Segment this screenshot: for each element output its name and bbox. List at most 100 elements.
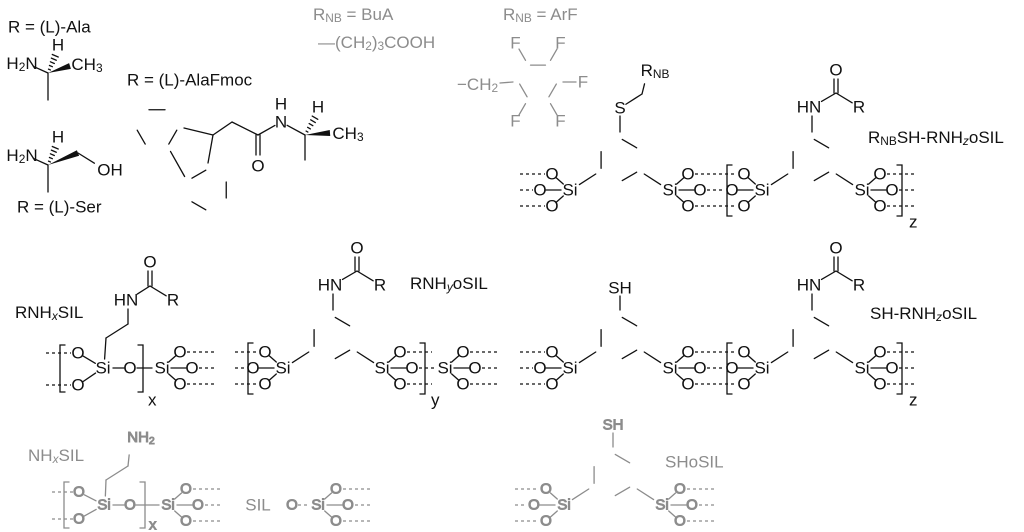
bond bbox=[548, 83, 557, 98]
silicon-atom: Si bbox=[374, 359, 389, 378]
bond bbox=[136, 285, 151, 295]
bond bbox=[747, 177, 756, 185]
text-part: −CH bbox=[457, 75, 491, 94]
bond bbox=[868, 177, 877, 185]
oxygen-atom: O bbox=[674, 481, 686, 498]
bond bbox=[518, 48, 527, 61]
bond bbox=[549, 510, 558, 518]
oxygen-atom: O bbox=[681, 197, 694, 216]
oxygen-atom: O bbox=[540, 513, 552, 530]
bond bbox=[174, 510, 183, 518]
silicon-atom: Si bbox=[655, 497, 668, 514]
aryl-ring bbox=[596, 310, 644, 366]
bond bbox=[813, 138, 830, 149]
bond bbox=[451, 373, 460, 381]
text-part: H bbox=[6, 54, 18, 73]
oxygen-atom: O bbox=[545, 165, 558, 184]
oxygen-atom: O bbox=[873, 197, 886, 216]
subscript: x bbox=[52, 452, 60, 466]
silicon-atom: Si bbox=[97, 497, 110, 514]
bond bbox=[82, 355, 96, 365]
bond bbox=[868, 355, 877, 363]
bond bbox=[341, 270, 358, 281]
wedge-bond bbox=[305, 130, 331, 136]
bond bbox=[183, 127, 214, 136]
sulfur-atom: S bbox=[614, 99, 625, 118]
hydrogen-atom: H bbox=[312, 98, 324, 117]
amide-nh: HN bbox=[797, 276, 822, 295]
amide-nh: HN bbox=[797, 98, 822, 117]
thiol-group: SH bbox=[603, 417, 624, 434]
fluorine-atom: F bbox=[555, 111, 565, 130]
bond bbox=[136, 129, 146, 145]
label-shosil: SHoSIL bbox=[665, 453, 724, 472]
bond bbox=[643, 351, 662, 364]
bond bbox=[77, 152, 96, 164]
bond bbox=[103, 337, 107, 360]
repeat-count-x: x bbox=[149, 517, 157, 532]
open-bracket bbox=[63, 481, 70, 529]
oxygen-atom: O bbox=[342, 497, 354, 514]
bond bbox=[105, 465, 129, 481]
fluorine-atom: F bbox=[510, 34, 520, 53]
oxygen-atom: O bbox=[686, 497, 698, 514]
label-sh-rnhz-osil: SH-RNHzoSIL bbox=[870, 304, 977, 325]
bond bbox=[676, 177, 685, 185]
bond bbox=[257, 124, 276, 136]
oxygen-atom: O bbox=[540, 481, 552, 498]
open-bracket bbox=[726, 164, 733, 217]
bond bbox=[835, 173, 854, 186]
bond bbox=[83, 494, 97, 502]
hydroxyl-group: OH bbox=[97, 161, 123, 180]
oxygen-atom: O bbox=[737, 165, 750, 184]
bond bbox=[835, 92, 853, 104]
text-part: SIL bbox=[58, 303, 84, 322]
silicon-atom: Si bbox=[557, 497, 570, 514]
label-ala: R = (L)-Ala bbox=[8, 18, 91, 37]
text-part: CH bbox=[71, 55, 96, 74]
oxygen-atom: O bbox=[73, 484, 85, 501]
text-part: —(CH bbox=[318, 33, 365, 52]
bond bbox=[388, 373, 397, 381]
bond bbox=[518, 103, 527, 116]
bond bbox=[747, 355, 756, 363]
bond bbox=[835, 270, 853, 282]
subscript: 2 bbox=[19, 60, 26, 74]
text-part: = ArF bbox=[532, 5, 578, 24]
bond bbox=[305, 130, 309, 133]
text-part: CH bbox=[332, 124, 357, 143]
silicon-atom: Si bbox=[275, 359, 290, 378]
text-part: NH bbox=[127, 429, 149, 446]
silicon-atom: Si bbox=[754, 359, 769, 378]
open-bracket bbox=[59, 344, 66, 393]
amine-group: NH2 bbox=[127, 429, 155, 448]
bond bbox=[49, 153, 55, 157]
bond bbox=[291, 351, 310, 364]
text-part: SIL bbox=[59, 446, 85, 465]
aryl-ring bbox=[788, 132, 836, 188]
amide-nh: HN bbox=[114, 291, 139, 310]
oxygen-atom: O bbox=[737, 343, 750, 362]
bond bbox=[191, 169, 207, 179]
fluorine-atom: F bbox=[510, 111, 520, 130]
bond bbox=[499, 81, 514, 84]
bond bbox=[127, 454, 130, 467]
text-part: oSIL bbox=[969, 128, 1004, 147]
fluorene-ring-a bbox=[130, 105, 184, 152]
subscript: z bbox=[935, 310, 942, 324]
oxygen-atom: O bbox=[725, 181, 738, 200]
bond bbox=[50, 57, 57, 61]
label-rnbsh-rnhz-osil: RNBSH-RNHzoSIL bbox=[868, 128, 1004, 149]
bond bbox=[51, 53, 59, 58]
label-alafmoc: R = (L)-AlaFmoc bbox=[127, 71, 253, 90]
aryl-ring bbox=[596, 132, 644, 188]
subscript: 2 bbox=[491, 81, 498, 95]
amide-nh: HN bbox=[318, 276, 343, 295]
bond bbox=[32, 157, 49, 166]
oxygen-atom: O bbox=[192, 497, 204, 514]
oxygen-atom: O bbox=[246, 359, 259, 378]
bond bbox=[813, 171, 830, 182]
bond bbox=[549, 103, 558, 116]
butanoic-acid-chain: —(CH2)3COOH bbox=[318, 33, 435, 54]
oxygen-atom: O bbox=[258, 375, 271, 394]
